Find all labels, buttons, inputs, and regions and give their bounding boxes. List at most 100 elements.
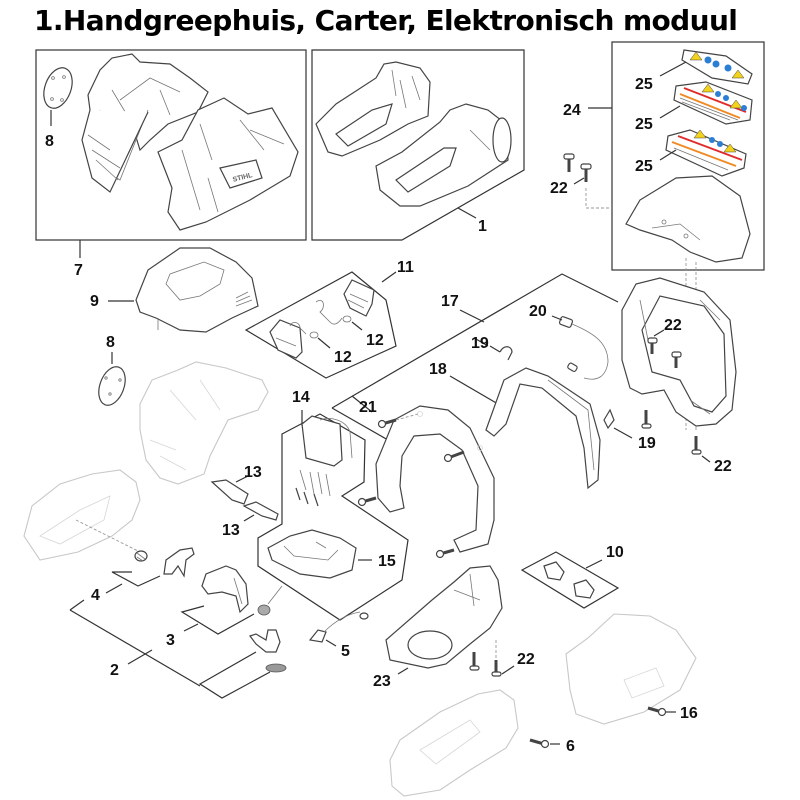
callout-17[interactable]: 17 <box>441 293 459 310</box>
part-rubber-pad-10a[interactable] <box>543 561 565 581</box>
ghost-housing-shell <box>139 361 269 485</box>
callout-9[interactable]: 9 <box>90 293 99 310</box>
part-switch-lever-lower[interactable] <box>269 319 303 359</box>
brand-logo: STIHL <box>232 172 254 184</box>
group-box-pads <box>520 551 620 609</box>
leader-10 <box>585 559 603 569</box>
part-cable-guide-13a[interactable] <box>210 475 249 505</box>
leader-11 <box>381 271 397 283</box>
part-screw-21[interactable] <box>357 413 465 559</box>
callout-20[interactable]: 20 <box>529 303 547 320</box>
callout-21[interactable]: 21 <box>359 399 377 416</box>
part-lockout-lever[interactable] <box>163 547 195 578</box>
callout-19a[interactable]: 19 <box>471 335 489 352</box>
part-torsion-spring-12a[interactable] <box>315 300 363 331</box>
part-cable-clip-19a[interactable] <box>489 345 513 361</box>
part-switch-slider[interactable] <box>249 629 281 653</box>
part-switch-lever-upper[interactable] <box>343 279 375 317</box>
callout-19b[interactable]: 19 <box>638 435 656 452</box>
part-housing-half-left[interactable] <box>81 53 209 193</box>
group-box-handle-housing <box>311 49 525 241</box>
callout-14[interactable]: 14 <box>292 389 310 406</box>
part-warning-sticker-25b[interactable] <box>659 81 753 125</box>
part-spring-3[interactable] <box>257 585 283 616</box>
part-screw-6[interactable] <box>529 738 560 749</box>
group-frame-24 <box>611 41 765 271</box>
part-screw-22c[interactable] <box>691 436 711 463</box>
callout-labels: 1 2 3 4 5 6 7 8 8 9 10 11 12 12 13 13 14… <box>45 76 732 755</box>
part-screw-16[interactable] <box>647 706 676 717</box>
ghost-handle-housing-half <box>23 469 141 561</box>
bracket-3 <box>180 605 255 635</box>
part-electronic-module-14[interactable] <box>295 415 353 507</box>
callout-25b[interactable]: 25 <box>635 116 653 133</box>
callout-12a[interactable]: 12 <box>366 332 384 349</box>
part-handle-housing-half-outer[interactable] <box>375 103 512 207</box>
part-cover-disc-8b[interactable] <box>94 352 130 409</box>
bracket-4 <box>105 571 161 594</box>
callout-22d[interactable]: 22 <box>517 651 535 668</box>
guide-line <box>75 519 141 553</box>
part-cover-disc-8a[interactable] <box>39 64 78 126</box>
callout-11[interactable]: 11 <box>397 259 414 276</box>
leader-1 <box>457 207 477 219</box>
callout-25a[interactable]: 25 <box>635 76 653 93</box>
part-screw-22d[interactable] <box>469 640 515 677</box>
part-screw-22b[interactable] <box>641 329 682 429</box>
callout-13a[interactable]: 13 <box>244 464 262 481</box>
callout-10[interactable]: 10 <box>606 544 624 561</box>
group-box-switch-levers <box>244 271 397 379</box>
guide-line <box>585 188 612 209</box>
part-handle-shroud-9[interactable] <box>108 247 259 333</box>
group-frame-1 <box>311 49 525 241</box>
part-wire-20[interactable] <box>551 315 609 380</box>
part-wire-connector-5[interactable] <box>308 611 369 647</box>
part-handle-housing-half-inner[interactable] <box>315 61 431 157</box>
callout-5[interactable]: 5 <box>341 643 350 660</box>
part-cable-guide-13b[interactable] <box>242 501 279 522</box>
bracket-17-18 <box>331 273 619 441</box>
callout-24[interactable]: 24 <box>563 102 581 119</box>
part-trigger-3[interactable] <box>201 565 249 614</box>
callout-1[interactable]: 1 <box>478 218 487 235</box>
part-spring-slider[interactable] <box>265 663 287 673</box>
callout-15[interactable]: 15 <box>378 553 396 570</box>
part-front-handle-bar[interactable] <box>485 367 601 490</box>
callout-18[interactable]: 18 <box>429 361 447 378</box>
part-module-holder-15[interactable] <box>267 529 372 579</box>
group-frame-10 <box>520 551 620 609</box>
part-torsion-spring-12b[interactable] <box>289 322 331 349</box>
part-carter-23[interactable] <box>385 565 503 675</box>
callout-3[interactable]: 3 <box>166 632 175 649</box>
callout-25c[interactable]: 25 <box>635 158 653 175</box>
group-frame-11 <box>244 271 397 379</box>
callout-12b[interactable]: 12 <box>334 349 352 366</box>
callout-22a[interactable]: 22 <box>550 180 568 197</box>
part-rubber-pad-10b[interactable] <box>573 579 595 599</box>
bracket-2 <box>69 599 271 699</box>
callout-22b[interactable]: 22 <box>664 317 682 334</box>
callout-8b[interactable]: 8 <box>106 334 115 351</box>
part-housing-half-right[interactable]: STIHL <box>157 97 299 231</box>
part-handle-cover[interactable] <box>625 175 751 263</box>
callout-4[interactable]: 4 <box>91 587 100 604</box>
callout-22c[interactable]: 22 <box>714 458 732 475</box>
part-screw-22a[interactable] <box>563 153 592 185</box>
page-title: 1.Handgreephuis, Carter, Elektronisch mo… <box>34 4 738 37</box>
callout-13b[interactable]: 13 <box>222 522 240 539</box>
group-box-housing-shells <box>35 49 307 258</box>
group-frame-14 <box>257 413 409 621</box>
callout-6[interactable]: 6 <box>566 738 575 755</box>
group-frame-7 <box>35 49 307 241</box>
callout-2[interactable]: 2 <box>110 662 119 679</box>
callout-7[interactable]: 7 <box>74 262 83 279</box>
callout-23[interactable]: 23 <box>373 673 391 690</box>
part-cable-clip-19b[interactable] <box>603 408 633 439</box>
group-box-sticker-set <box>588 41 765 271</box>
callout-8a[interactable]: 8 <box>45 133 54 150</box>
part-warning-sticker-25a[interactable] <box>659 49 753 85</box>
callout-16[interactable]: 16 <box>680 705 698 722</box>
part-warning-sticker-25c[interactable] <box>659 129 747 177</box>
part-spring-4[interactable] <box>134 550 148 562</box>
